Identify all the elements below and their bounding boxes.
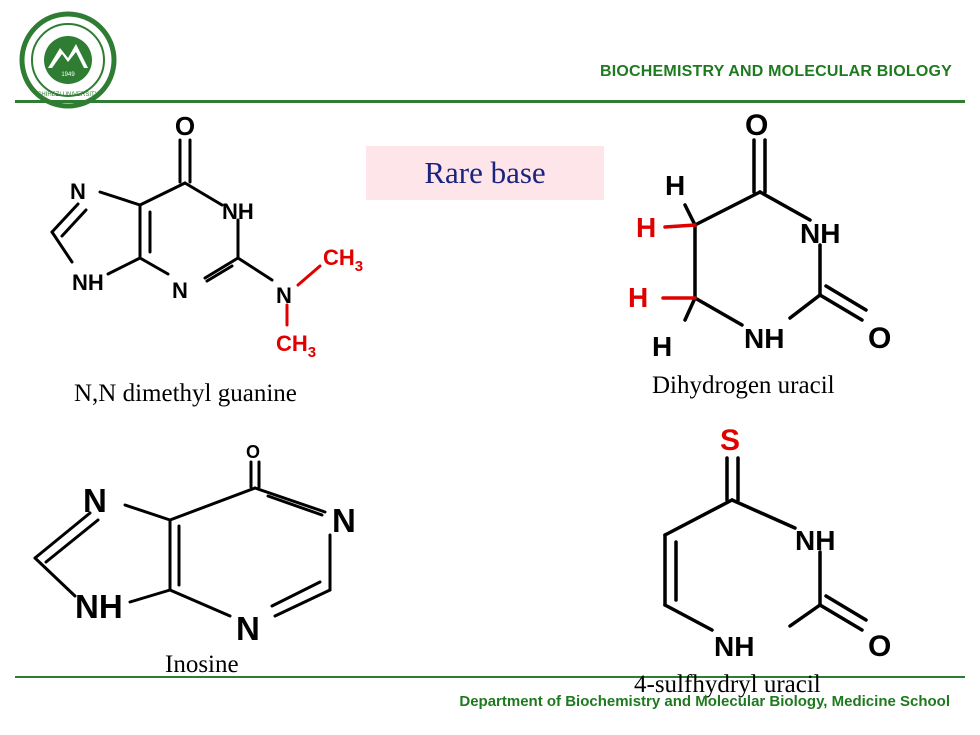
atom-nh: NH xyxy=(744,323,784,354)
header-divider xyxy=(15,100,965,103)
slide-title: Rare base xyxy=(424,155,546,190)
added-hydrogens xyxy=(661,223,697,300)
dimethyl-groups xyxy=(285,264,322,327)
atom-n: N xyxy=(83,482,107,519)
atom-s: S xyxy=(720,424,740,457)
atom-h: H xyxy=(628,282,648,313)
atom-o: O xyxy=(868,322,891,355)
atom-nh: NH xyxy=(72,270,104,295)
atom-h: H xyxy=(652,331,672,362)
logo-year: 1949 xyxy=(61,72,75,78)
logo-text: SHIHEZI UNIVERSITY xyxy=(37,92,98,98)
atom-n: N xyxy=(276,283,292,308)
atom-nh: NH xyxy=(222,199,254,224)
structure-caption: Inosine xyxy=(165,651,239,678)
structure-caption: 4-sulfhydryl uracil xyxy=(634,671,821,698)
atom-h: H xyxy=(636,212,656,243)
atom-nh: NH xyxy=(800,218,840,249)
atom-n: N xyxy=(236,610,260,647)
inosine-structure xyxy=(33,460,332,618)
structure-caption: Dihydrogen uracil xyxy=(652,372,835,399)
atom-nh: NH xyxy=(75,588,123,625)
department-title: BIOCHEMISTRY AND MOLECULAR BIOLOGY xyxy=(600,63,952,80)
dihydrouracil-structure xyxy=(683,138,868,327)
university-logo: 1949 SHIHEZI UNIVERSITY xyxy=(19,11,117,109)
atom-nh: NH xyxy=(795,525,835,556)
footer-text: Department of Biochemistry and Molecular… xyxy=(459,693,950,710)
atom-n: N xyxy=(332,502,356,539)
footer-divider xyxy=(15,676,965,678)
atom-n: N xyxy=(70,179,86,204)
atom-o: O xyxy=(745,109,768,142)
thiouracil-structure xyxy=(663,456,868,632)
slide-title-box: Rare base xyxy=(366,146,604,200)
dimethyl-guanine-structure xyxy=(50,138,274,283)
atom-o: O xyxy=(246,442,260,462)
atom-o: O xyxy=(868,630,891,663)
structure-caption: N,N dimethyl guanine xyxy=(74,380,297,407)
atom-nh: NH xyxy=(714,631,754,662)
methyl-label: CH3 xyxy=(323,245,363,275)
methyl-label: CH3 xyxy=(276,331,316,361)
atom-h: H xyxy=(665,170,685,201)
atom-o: O xyxy=(175,111,195,141)
atom-n: N xyxy=(172,278,188,303)
